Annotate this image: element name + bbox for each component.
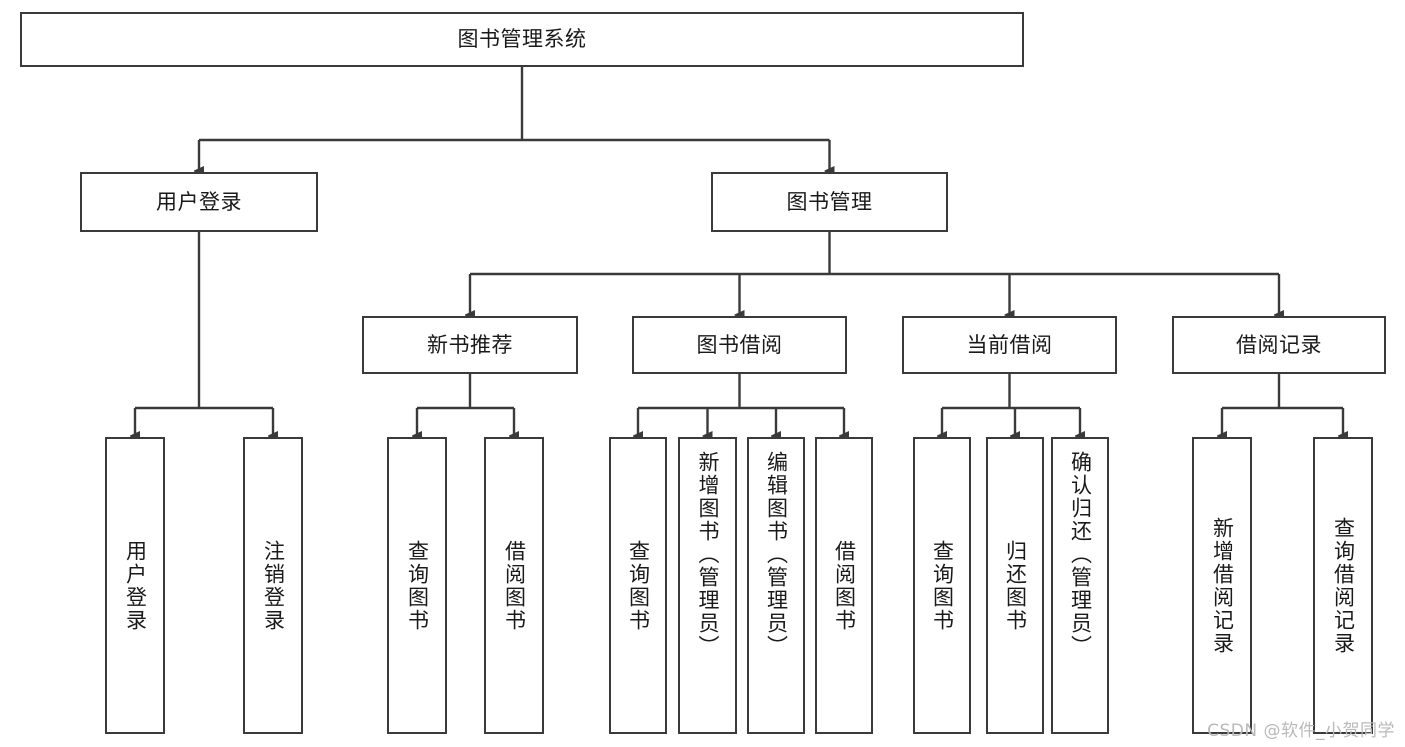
node-leaf-add-book[interactable]: 新增图书（管理员） <box>678 437 737 734</box>
node-label: 借阅图书 <box>502 539 527 632</box>
node-label: 注销登录 <box>261 539 286 632</box>
csdn-watermark: CSDN @软件_小贺同学 <box>1207 721 1395 741</box>
node-label: 查询图书 <box>405 539 430 632</box>
node-leaf-query-book-1[interactable]: 查询图书 <box>387 437 447 734</box>
node-label: 图书管理系统 <box>457 27 587 52</box>
node-label: 图书管理 <box>786 189 873 214</box>
node-label: 归还图书 <box>1003 539 1028 632</box>
node-current-borrow[interactable]: 当前借阅 <box>902 316 1117 374</box>
node-user-login[interactable]: 用户登录 <box>80 172 318 232</box>
node-label: 图书借阅 <box>696 332 783 357</box>
node-label: 查询借阅记录 <box>1331 516 1356 655</box>
node-label: 新书推荐 <box>427 332 513 357</box>
node-label: 查询图书 <box>930 539 955 632</box>
node-leaf-borrow-book-1[interactable]: 借阅图书 <box>484 437 544 734</box>
node-label: 借阅图书 <box>832 539 857 632</box>
node-new-book-rec[interactable]: 新书推荐 <box>362 316 578 374</box>
node-leaf-confirm-return[interactable]: 确认归还（管理员） <box>1051 437 1109 734</box>
node-leaf-logout[interactable]: 注销登录 <box>243 437 303 734</box>
node-label: 借阅记录 <box>1236 332 1322 357</box>
node-leaf-query-record[interactable]: 查询借阅记录 <box>1313 437 1373 734</box>
node-leaf-edit-book[interactable]: 编辑图书（管理员） <box>747 437 805 734</box>
node-borrow-record[interactable]: 借阅记录 <box>1172 316 1386 374</box>
node-label: 编辑图书（管理员） <box>764 451 789 658</box>
node-label: 当前借阅 <box>966 332 1053 357</box>
node-label: 新增借阅记录 <box>1210 516 1235 655</box>
node-leaf-borrow-book-2[interactable]: 借阅图书 <box>815 437 873 734</box>
node-label: 新增图书（管理员） <box>696 451 720 658</box>
node-label: 用户登录 <box>123 539 148 632</box>
node-root[interactable]: 图书管理系统 <box>20 12 1024 67</box>
node-leaf-add-record[interactable]: 新增借阅记录 <box>1192 437 1252 734</box>
node-leaf-user-login[interactable]: 用户登录 <box>105 437 165 734</box>
node-leaf-query-book-2[interactable]: 查询图书 <box>609 437 667 734</box>
node-book-manage[interactable]: 图书管理 <box>711 172 948 232</box>
node-leaf-return-book[interactable]: 归还图书 <box>986 437 1044 734</box>
node-leaf-query-book-3[interactable]: 查询图书 <box>913 437 971 734</box>
node-book-borrow[interactable]: 图书借阅 <box>632 316 847 374</box>
node-label: 用户登录 <box>156 189 242 214</box>
node-label: 确认归还（管理员） <box>1068 451 1093 658</box>
node-label: 查询图书 <box>626 539 651 632</box>
